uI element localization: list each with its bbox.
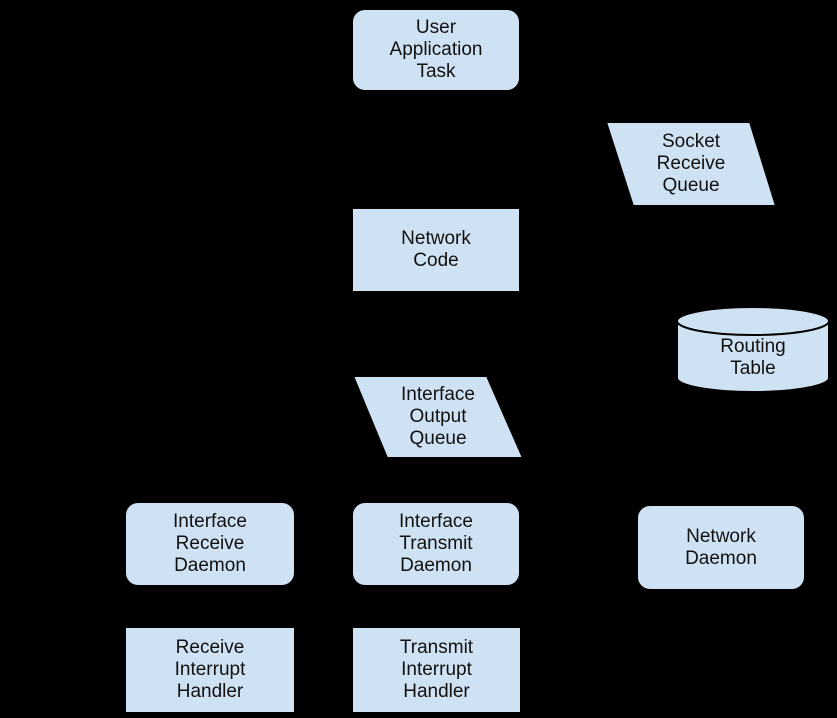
node-label: Network Code — [401, 228, 471, 271]
node-label: Transmit Interrupt Handler — [399, 637, 474, 702]
node-receive-interrupt-handler: Receive Interrupt Handler — [125, 627, 295, 713]
parallelogram-shape — [605, 121, 777, 207]
node-label: Routing Table — [720, 336, 786, 379]
parallelogram-shape — [352, 375, 524, 459]
node-label: Network Daemon — [685, 525, 757, 569]
cylinder-shape — [676, 306, 830, 393]
node-label: Receive Interrupt Handler — [174, 637, 246, 702]
node-transmit-interrupt-handler: Transmit Interrupt Handler — [352, 627, 521, 713]
node-network-code: Network Code — [352, 208, 520, 292]
node-label: Socket Receive Queue — [656, 131, 726, 196]
node-label: Interface Transmit Daemon — [399, 511, 473, 576]
node-routing-table: Routing Table — [676, 306, 830, 394]
node-interface-transmit-daemon: Interface Transmit Daemon — [352, 502, 520, 586]
node-label: User Application Task — [389, 17, 483, 82]
node-interface-receive-daemon: Interface Receive Daemon — [125, 502, 295, 586]
node-network-daemon: Network Daemon — [637, 505, 805, 590]
node-socket-receive-queue: Socket Receive Queue — [605, 121, 777, 207]
node-user-application-task: User Application Task — [352, 9, 520, 91]
node-interface-output-queue: Interface Output Queue — [352, 375, 524, 459]
node-label: Interface Output Queue — [401, 384, 475, 449]
node-label: Interface Receive Daemon — [173, 511, 247, 576]
